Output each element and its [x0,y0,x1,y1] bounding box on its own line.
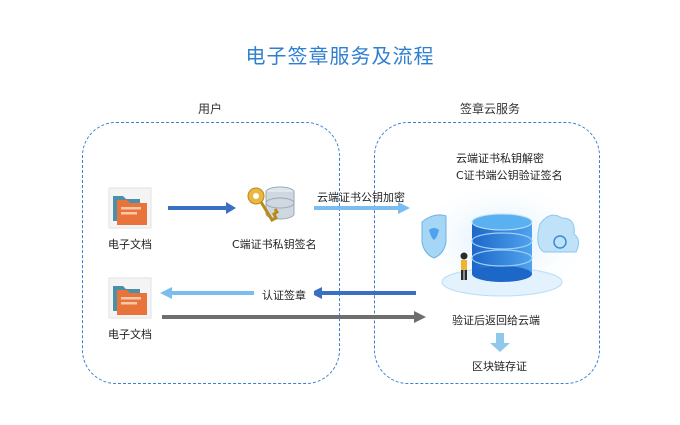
cloud-shield-icon [537,214,580,253]
cloud-illustration [414,186,590,308]
blockchain-label: 区块链存证 [472,360,527,373]
database-icon [471,213,533,282]
arrow-auth-return [160,287,416,299]
cloud-panel-label: 签章云服务 [459,102,520,116]
cloud-text-line2: C证书端公钥验证签名 [456,169,563,182]
arrow-encrypt [314,202,410,214]
cloud-text-line1: 云端证书私钥解密 [456,152,544,165]
user-panel-label: 用户 [197,102,222,116]
cloud-panel [374,122,600,384]
person-icon [460,252,468,280]
folder-icon [107,276,153,320]
user-panel [82,122,340,384]
arrow-doc-to-sign [168,202,236,214]
doc-bottom-label: 电子文档 [108,328,152,341]
folder-icon [107,186,153,230]
arrow-verify [162,311,426,323]
key-icon [242,180,298,232]
page-title: 电子签章服务及流程 [245,44,435,68]
arrow-blockchain [490,333,510,352]
cloud-shield-icon [421,214,447,259]
c-sign-label: C端证书私钥签名 [232,238,317,251]
encrypt-label: 云端证书公钥加密 [317,191,405,204]
verify-return-label: 验证后返回给云端 [452,314,540,327]
auth-label: 认证签章 [254,287,314,303]
doc-top-label: 电子文档 [108,238,152,251]
